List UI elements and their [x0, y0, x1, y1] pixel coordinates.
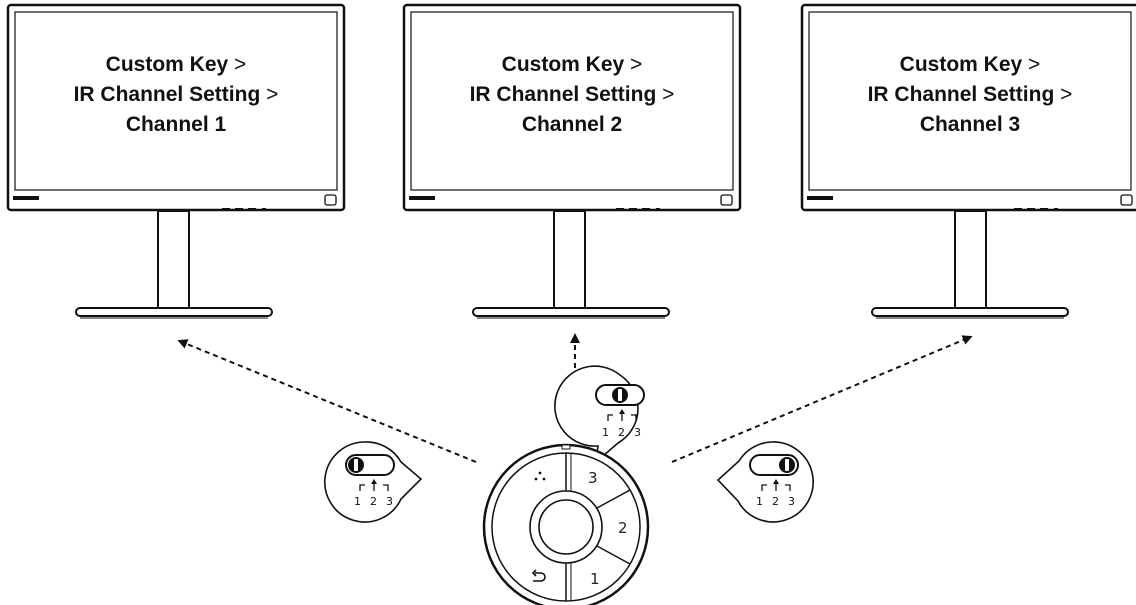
power-button [324, 194, 337, 206]
switch-callout-3: 1 2 3 [716, 441, 814, 523]
menu-path-2: IR Channel Setting [469, 83, 657, 106]
monitor-1-screen-text: Custom Key > IR Channel Setting > Channe… [22, 50, 330, 140]
separator: > [1060, 83, 1073, 106]
switch-label-3: 3 [788, 495, 795, 508]
separator: > [234, 53, 247, 76]
brand-logo [807, 196, 833, 200]
switch-label-3: 3 [386, 495, 393, 508]
remote-controller: 3 2 1 [482, 443, 650, 605]
monitor-3-screen-text: Custom Key > IR Channel Setting > Channe… [816, 50, 1124, 140]
switch-label-1: 1 [756, 495, 763, 508]
brand-logo [409, 196, 435, 200]
brand-logo [13, 196, 39, 200]
dial-label-3: 3 [588, 469, 598, 487]
dial-label-1: 1 [590, 570, 600, 588]
channel-switch-icon [749, 454, 799, 476]
monitor-3 [800, 3, 1136, 319]
menu-path-1: Custom Key [105, 53, 229, 76]
separator: > [1028, 53, 1041, 76]
power-button [1120, 194, 1133, 206]
separator: > [630, 53, 643, 76]
arrow-to-monitor-3 [671, 335, 973, 463]
channel-switch-icon [345, 454, 395, 476]
channel-switch-icon [595, 384, 645, 406]
dial-label-2: 2 [618, 519, 628, 537]
menu-path-3: Channel 2 [521, 113, 623, 136]
menu-path-3: Channel 1 [125, 113, 227, 136]
menu-path-1: Custom Key [501, 53, 625, 76]
back-arrow-icon [531, 569, 546, 582]
switch-label-3: 3 [634, 426, 641, 439]
menu-path-2: IR Channel Setting [867, 83, 1055, 106]
switch-callout-1: 1 2 3 [324, 441, 423, 523]
switch-label-1: 1 [354, 495, 361, 508]
monitor-2 [402, 3, 742, 319]
monitor-1 [6, 3, 346, 319]
power-button [720, 194, 733, 206]
switch-label-2: 2 [772, 495, 779, 508]
center-button [538, 499, 594, 555]
separator: > [662, 83, 675, 106]
menu-path-1: Custom Key [899, 53, 1023, 76]
menu-path-3: Channel 3 [919, 113, 1021, 136]
menu-path-2: IR Channel Setting [73, 83, 261, 106]
switch-label-2: 2 [618, 426, 625, 439]
monitor-2-screen-text: Custom Key > IR Channel Setting > Channe… [418, 50, 726, 140]
switch-callout-2: 1 2 3 [554, 365, 645, 464]
arrow-to-monitor-1 [177, 339, 477, 463]
switch-label-2: 2 [370, 495, 377, 508]
dots-icon [534, 471, 546, 481]
switch-label-1: 1 [602, 426, 609, 439]
separator: > [266, 83, 279, 106]
